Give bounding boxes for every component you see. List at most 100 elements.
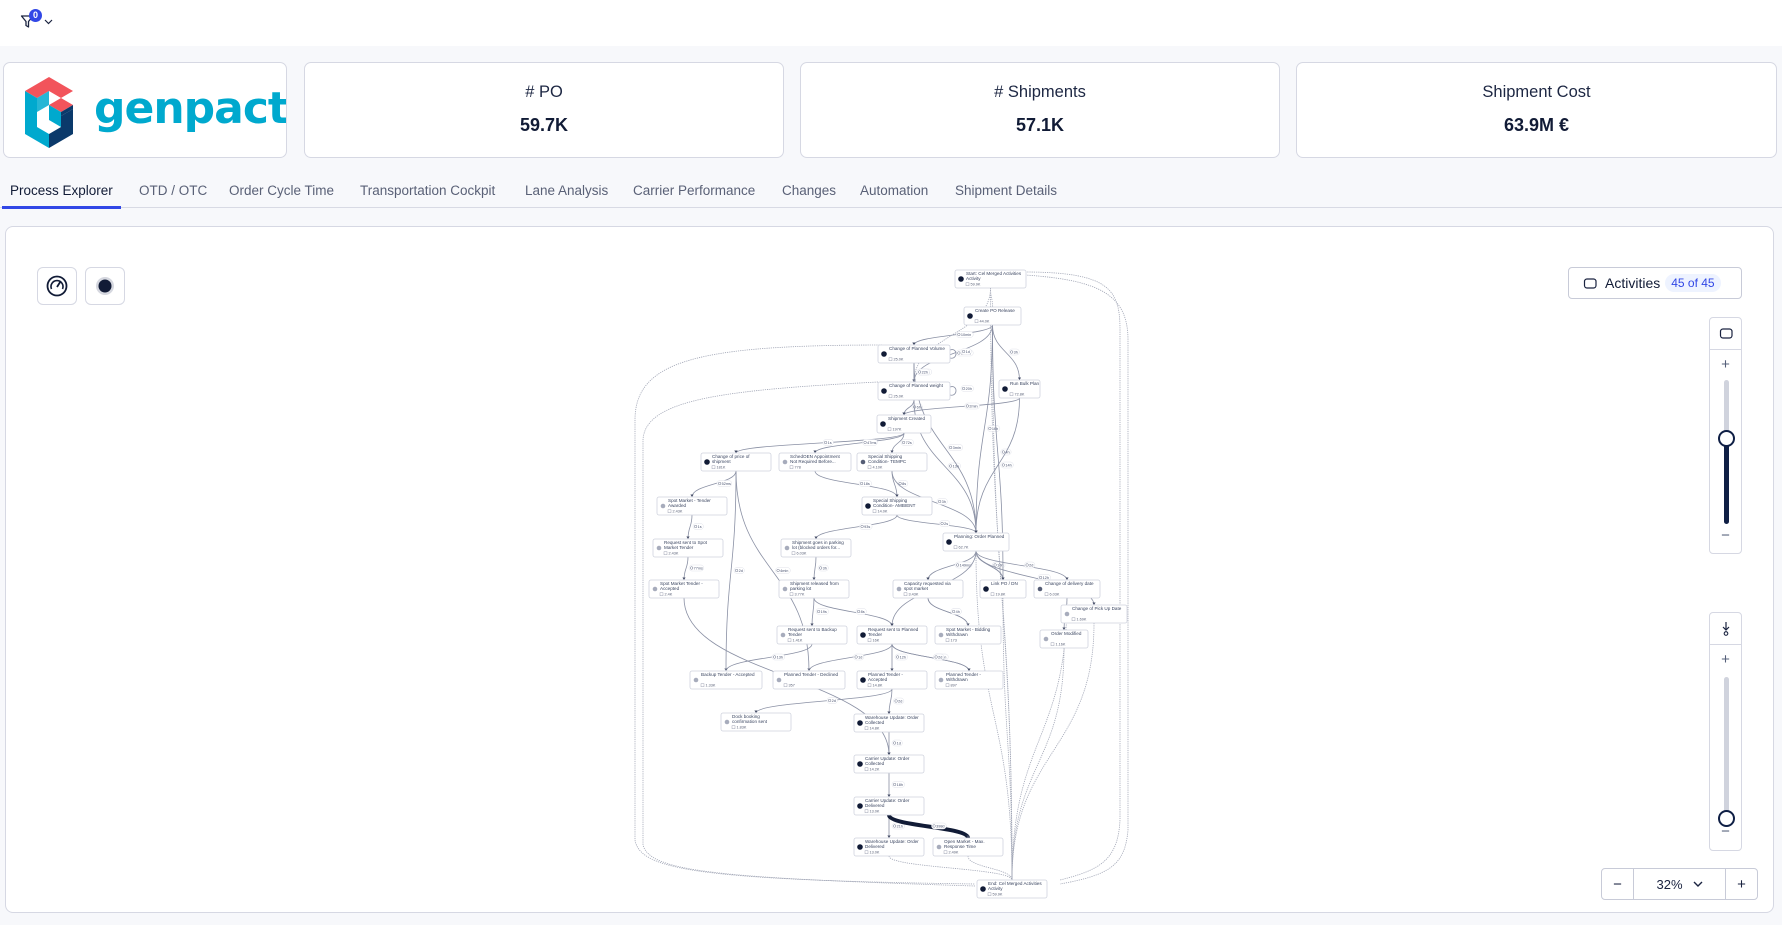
tab-process-explorer[interactable]: Process Explorer [2, 178, 121, 209]
node-count: 16K [873, 639, 880, 643]
filter-button[interactable]: 0 [18, 8, 58, 34]
node-box [963, 306, 1022, 326]
activities-slider-thumb[interactable] [1718, 429, 1735, 447]
edge-arrowhead [686, 536, 690, 539]
edge-label-text: 6h [917, 405, 921, 409]
edge-ship_created-to-sched [814, 432, 905, 454]
edge-duration-label: 93s [859, 523, 873, 530]
edge-arrowhead [895, 494, 899, 497]
node-frequency-dot-icon [1002, 386, 1008, 392]
tab-lane-analysis[interactable]: Lane Analysis [525, 183, 609, 198]
zoom-out-button[interactable]: − [1613, 875, 1622, 893]
edge-open_market-to-end [967, 855, 1013, 881]
edge-label-pill [992, 561, 1006, 569]
edge-label-pill [964, 402, 980, 410]
tab-carrier-performance[interactable]: Carrier Performance [633, 183, 756, 198]
edge-duration-label: 149ms [954, 561, 973, 569]
edge-arrowhead [813, 450, 817, 453]
edge-label-text: 1d [897, 741, 901, 745]
edge-label-pill [775, 567, 791, 574]
activities-decrease-button[interactable]: − [1721, 527, 1730, 544]
edge-label-pill [817, 564, 829, 572]
node-count: 44.0K [980, 320, 990, 324]
tab-automation[interactable]: Automation [860, 183, 929, 198]
connections-slider-toggle[interactable] [1710, 613, 1741, 645]
activities-slider-toggle[interactable] [1710, 318, 1741, 350]
edge-label-pill [733, 567, 745, 574]
edge-label-pill [936, 498, 948, 505]
edge-ssc_tempc-to-planned [891, 470, 977, 534]
edge-label-text: 4h [1005, 450, 1009, 454]
tab-changes[interactable]: Changes [782, 183, 837, 198]
activities-increase-button[interactable]: + [1721, 356, 1730, 373]
activities-slider-fill [1724, 437, 1729, 524]
zoom-level-select[interactable]: 32% [1633, 869, 1726, 899]
edge-duration-label: 1d [960, 348, 972, 355]
tab-shipment-details[interactable]: Shipment Details [955, 183, 1058, 198]
node-label: Carrier Update: Order [865, 798, 910, 803]
case-count-icon [731, 725, 736, 729]
edge-label-text: 398d [936, 824, 944, 828]
node-label: Change of delivery date [1045, 581, 1094, 586]
case-count-icon [1044, 592, 1049, 596]
edge-backup_acc-to-chg_price [725, 470, 737, 672]
activity-node-create-po[interactable]: Create PO Release 44.0K [963, 306, 1022, 326]
node-label: Create PO Release [975, 308, 1015, 313]
connections-slider-thumb[interactable] [1718, 809, 1735, 827]
frequency-toggle-button[interactable] [85, 267, 125, 305]
connections-decrease-button[interactable]: − [1721, 823, 1730, 840]
connections-slider-track[interactable] [1724, 677, 1729, 825]
kpi-value: 63.9M € [1503, 115, 1570, 135]
edge-create_po-to-planned [975, 324, 993, 534]
activity-node-start[interactable]: Start: Cel Merged ActivitiesActivity59.9… [954, 269, 1027, 289]
tab-order-cycle-time[interactable]: Order Cycle Time [229, 183, 335, 198]
activity-node-icon [1583, 277, 1597, 289]
node-count: 2.43K [673, 510, 683, 514]
node-label: Spot Market - Tender [668, 498, 711, 503]
tab-transportation-cockpit[interactable]: Transportation Cockpit [360, 183, 496, 198]
connections-increase-button[interactable]: + [1721, 651, 1730, 668]
tab-otd-otc[interactable]: OTD / OTC [139, 183, 208, 198]
edge-label-text: 3h [823, 566, 827, 570]
node-box [892, 579, 964, 599]
edge-duration-label: 12h [894, 653, 908, 661]
performance-gauge-button[interactable] [37, 267, 77, 305]
zoom-in-button[interactable]: + [1737, 875, 1746, 893]
edge-req_planned-to-pt_withdrawn [891, 643, 970, 672]
activities-button[interactable]: Activities 45 of 45 [1568, 267, 1742, 299]
